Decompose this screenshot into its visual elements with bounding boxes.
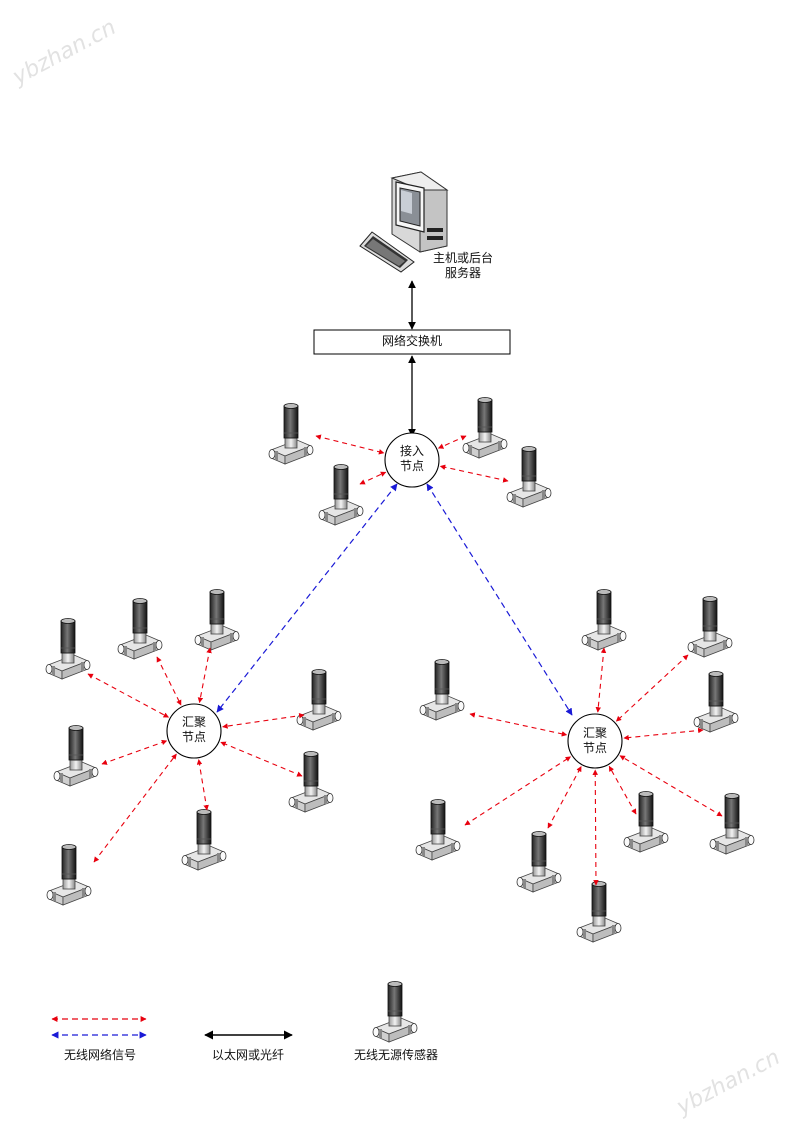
wireless-sensor-icon (45, 618, 91, 680)
wireless-sensor-icon (687, 596, 733, 658)
wireless-signal-link (101, 739, 168, 765)
sink-node-left-circle (166, 703, 222, 759)
wireless-signal-link (156, 656, 182, 706)
sink-left-line1: 汇聚 (181, 715, 206, 729)
wireless-sensor-icon (181, 809, 227, 871)
wireless-signal-link (547, 766, 582, 829)
wireless-sensor-icon (194, 589, 240, 651)
access-node-circle (384, 432, 440, 488)
wireless-sensor-icon (419, 659, 465, 721)
wireless-signal-link (196, 759, 209, 811)
wireless-sensor-icon (288, 751, 334, 813)
wireless-sensor-icon (462, 397, 508, 459)
wireless-sensor-icon (581, 589, 627, 651)
server-label-line2: 服务器 (444, 266, 481, 280)
wireless-signal-link (220, 741, 303, 777)
wireless-signal-link (87, 673, 169, 718)
wireless-signal-link (623, 727, 704, 741)
wireless-signal-link (437, 435, 467, 449)
wireless-signal-link (469, 712, 568, 737)
wireless-signal-link (222, 712, 305, 729)
wireless-signal-link (197, 647, 212, 704)
sink-right-line1: 汇聚 (582, 726, 607, 740)
links-layer (87, 434, 723, 886)
server-label: 主机或后台 服务器 (426, 251, 500, 281)
wireless-sensor-icon (268, 403, 314, 465)
wireless-sensor-icon (516, 831, 562, 893)
switch-label: 网络交换机 (381, 334, 442, 348)
legend-wireless-sensor-label: 无线无源传感器 (353, 1048, 438, 1062)
access-node-label: 接入 节点 (390, 444, 434, 474)
sink-right-label: 汇聚 节点 (573, 726, 617, 756)
wireless-signal-link (464, 756, 572, 826)
wireless-signal-link (595, 647, 607, 713)
wireless-signal-link (615, 654, 689, 722)
access-left-sink-link (216, 483, 398, 713)
wireless-sensor-icon (53, 725, 99, 787)
wireless-signal-link (439, 464, 509, 483)
sink-node-right-circle (567, 713, 623, 769)
wireless-sensor-icon (117, 598, 163, 660)
wireless-signal-link (619, 755, 723, 817)
wireless-signal-link (93, 753, 177, 863)
wireless-signal-link (592, 769, 599, 886)
wireless-sensor-icon (415, 799, 461, 861)
legend-sensor-icon (372, 981, 418, 1043)
legend-wireless-signal-label: 无线网络信号 (63, 1048, 136, 1062)
wireless-signal-link (608, 765, 637, 815)
wireless-signal-link (315, 434, 385, 455)
wireless-sensor-icon (576, 881, 622, 943)
computer-icon (359, 171, 449, 273)
legend-ethernet-fiber-label: 以太网或光纤 (211, 1048, 284, 1062)
wireless-signal-link (359, 471, 387, 485)
wireless-sensor-icon (318, 464, 364, 526)
wireless-sensor-icon (296, 669, 342, 731)
access-node-line1: 接入 (399, 444, 424, 458)
wireless-sensor-icon (693, 671, 739, 733)
network-switch-box (313, 329, 511, 355)
sink-left-label: 汇聚 节点 (172, 715, 216, 745)
wireless-sensor-icon (709, 793, 755, 855)
wireless-sensor-icon (623, 791, 669, 853)
sink-right-line2: 节点 (582, 741, 607, 755)
server-label-line1: 主机或后台 (432, 251, 493, 265)
wireless-sensor-icon (46, 844, 92, 906)
access-node-line2: 节点 (399, 459, 424, 473)
sink-left-line2: 节点 (181, 730, 206, 744)
access-right-sink-link (426, 483, 573, 716)
wireless-sensor-icon (506, 446, 552, 508)
